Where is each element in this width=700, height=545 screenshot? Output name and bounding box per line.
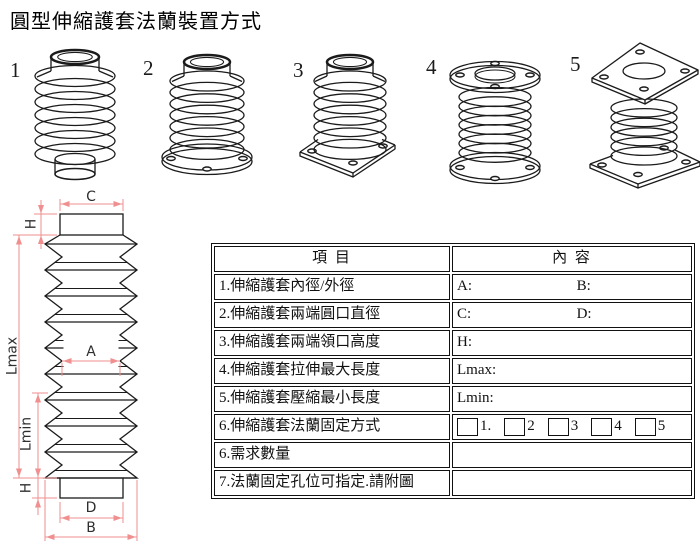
value-d-label[interactable]: D: [576, 306, 592, 323]
table-row: 7.法蘭固定孔位可指定.請附圖 [214, 470, 692, 496]
value-b-label[interactable]: B: [576, 278, 591, 295]
table-row: 6.伸縮護套法蘭固定方式 1. 2 3 4 5 [214, 414, 692, 440]
dim-label-a: A [86, 344, 96, 360]
table-row: 4.伸縮護套拉伸最大長度 Lmax: [214, 358, 692, 384]
bellows-figure-2 [142, 45, 272, 195]
flange-option-group-4: 4 [591, 418, 622, 436]
spec-table: 項 目 內 容 1.伸縮護套內徑/外徑 A: B: 2.伸縮護套兩端圓口直徑 C:… [211, 243, 695, 499]
table-row: 2.伸縮護套兩端圓口直徑 C: D: [214, 302, 692, 328]
spec-item-cell: 7.法蘭固定孔位可指定.請附圖 [214, 470, 450, 496]
dim-label-b: B [86, 520, 96, 536]
figure-label-1: 1 [10, 58, 21, 82]
spec-value-cell[interactable]: C: D: [452, 302, 692, 328]
spec-item-cell: 3.伸縮護套兩端領口高度 [214, 330, 450, 356]
value-a-label[interactable]: A: [457, 278, 472, 295]
spec-item-cell: 4.伸縮護套拉伸最大長度 [214, 358, 450, 384]
table-row: 6.需求數量 [214, 442, 692, 468]
bellows-figure-3 [285, 45, 415, 195]
flange-option-3-label: 3 [570, 418, 579, 435]
bellows-figure-1 [12, 45, 142, 195]
dim-label-h-bottom: H [18, 483, 34, 494]
figure-label-4: 4 [426, 55, 437, 79]
flange-option-3-checkbox[interactable] [547, 418, 569, 436]
figure-label-2: 2 [143, 56, 154, 80]
spec-item-cell: 6.需求數量 [214, 442, 450, 468]
table-row: 5.伸縮護套壓縮最小長度 Lmin: [214, 386, 692, 412]
flange-option-2-label: 2 [527, 418, 535, 435]
spec-item-cell: 2.伸縮護套兩端圓口直徑 [214, 302, 450, 328]
flange-option-group-3: 3 [547, 418, 579, 436]
flange-option-1-label: 1. [480, 418, 492, 435]
flange-options-cell: 1. 2 3 4 5 [452, 414, 692, 440]
flange-option-4-checkbox[interactable] [591, 418, 613, 436]
hole-position-value-cell[interactable] [452, 470, 692, 496]
header-content: 內 容 [452, 246, 692, 272]
spec-item-cell: 5.伸縮護套壓縮最小長度 [214, 386, 450, 412]
page-title: 圓型伸縮護套法蘭裝置方式 [10, 11, 262, 33]
header-item: 項 目 [214, 246, 450, 272]
flange-option-2-checkbox[interactable] [504, 418, 526, 436]
flange-option-4-label: 4 [614, 418, 622, 435]
table-header-row: 項 目 內 容 [214, 246, 692, 272]
spec-value-cell[interactable]: Lmin: [452, 386, 692, 412]
spec-value-cell[interactable]: Lmax: [452, 358, 692, 384]
flange-option-1-checkbox[interactable] [457, 418, 478, 436]
spec-value-cell[interactable]: H: [452, 330, 692, 356]
flange-option-5-label: 5 [657, 418, 666, 435]
bellows-figure-5 [578, 40, 700, 190]
value-c-label[interactable]: C: [457, 306, 472, 323]
dim-label-h-top: H [23, 219, 39, 230]
dim-label-c: C [86, 189, 96, 205]
flange-option-group-5: 5 [634, 418, 666, 436]
spec-item-cell: 6.伸縮護套法蘭固定方式 [214, 414, 450, 440]
table-row: 1.伸縮護套內徑/外徑 A: B: [214, 274, 692, 300]
spec-value-cell[interactable]: A: B: [452, 274, 692, 300]
flange-option-group-1: 1. [457, 418, 491, 436]
dim-label-d: D [86, 500, 97, 516]
quantity-value-cell[interactable] [452, 442, 692, 468]
flange-option-5-checkbox[interactable] [634, 418, 656, 436]
flange-option-group-2: 2 [504, 418, 535, 436]
dimension-diagram: C H Lmax A Lmin H D B [4, 189, 139, 541]
figure-label-5: 5 [570, 52, 581, 76]
spec-item-cell: 1.伸縮護套內徑/外徑 [214, 274, 450, 300]
dim-label-lmin: Lmin [18, 417, 34, 451]
figure-label-3: 3 [293, 58, 304, 82]
table-row: 3.伸縮護套兩端領口高度 H: [214, 330, 692, 356]
dim-label-lmax: Lmax [4, 337, 20, 375]
bellows-figure-4 [430, 45, 560, 195]
